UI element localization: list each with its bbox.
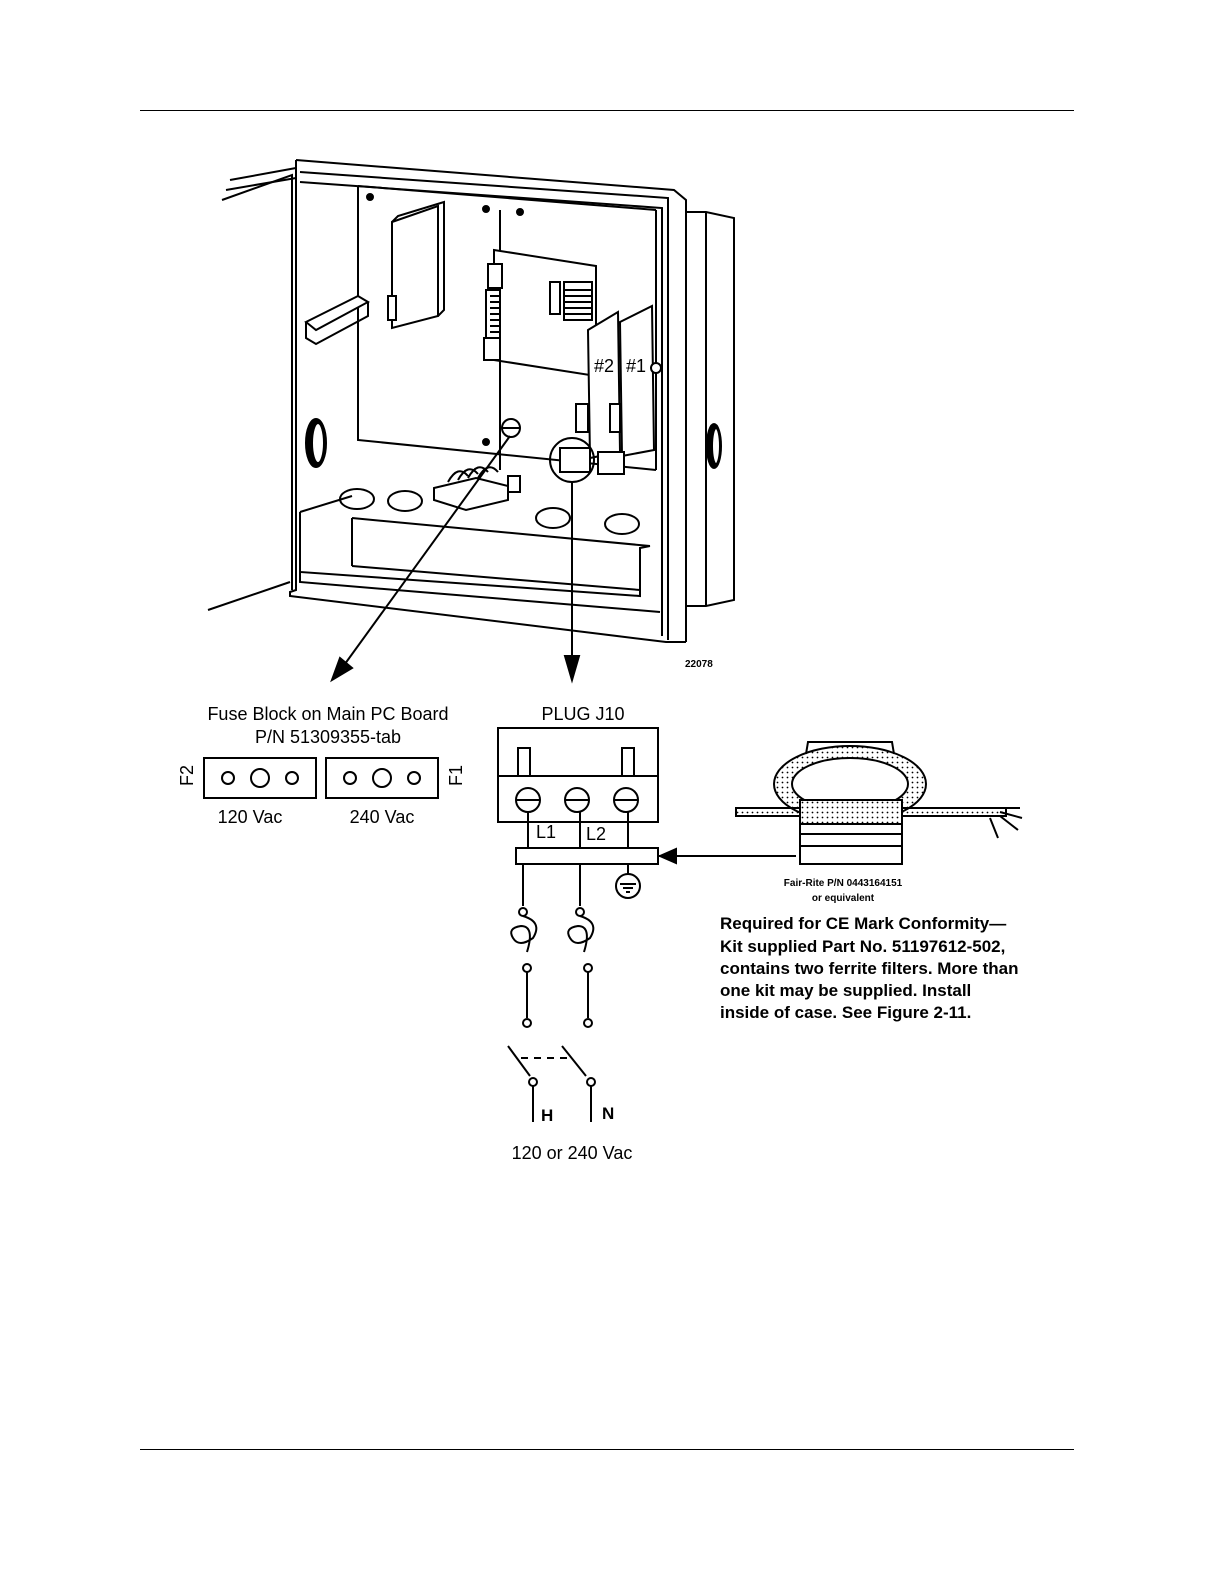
pc-boards xyxy=(304,200,662,512)
fuse-f2-label: F2 xyxy=(177,765,197,786)
header-rule xyxy=(140,110,1074,111)
slot-2-label: #2 xyxy=(594,356,614,376)
terminal-l1-label: L1 xyxy=(536,822,556,842)
ce-note-line-4: one kit may be supplied. Install xyxy=(720,981,971,1000)
neutral-label: N xyxy=(602,1104,614,1123)
line-wiring xyxy=(507,864,596,1122)
fuse-block: Fuse Block on Main PC Board P/N 51309355… xyxy=(177,704,466,827)
plug-j10: PLUG J10 L1 L2 xyxy=(497,704,659,899)
ce-note-line-1: Required for CE Mark Conformity— xyxy=(720,914,1006,933)
fuse-f1-label: F1 xyxy=(446,765,466,786)
ferrite-filter-detail xyxy=(657,741,1023,865)
figure-id: 22078 xyxy=(685,659,713,670)
fuse-block-part-number: P/N 51309355-tab xyxy=(255,727,401,747)
ce-note-line-5: inside of case. See Figure 2-11. xyxy=(720,1003,971,1022)
footer-rule xyxy=(140,1449,1074,1450)
case-enclosure xyxy=(207,159,735,643)
plug-title: PLUG J10 xyxy=(541,704,624,724)
ferrite-part-equivalent: or equivalent xyxy=(812,893,875,904)
supply-voltage-label: 120 or 240 Vac xyxy=(512,1143,633,1163)
ferrite-part-number: Fair-Rite P/N 0443164151 xyxy=(784,878,903,889)
fuse-120v xyxy=(203,757,317,799)
fuse-240v-label: 240 Vac xyxy=(350,807,415,827)
callout-arrows xyxy=(330,435,581,684)
fuse-block-title: Fuse Block on Main PC Board xyxy=(207,704,448,724)
terminal-l2-label: L2 xyxy=(586,824,606,844)
fuse-120v-label: 120 Vac xyxy=(218,807,283,827)
hot-label: H xyxy=(541,1106,553,1125)
ce-note-line-2: Kit supplied Part No. 51197612-502, xyxy=(720,937,1005,956)
ce-note-line-3: contains two ferrite filters. More than xyxy=(720,959,1019,978)
slot-1-label: #1 xyxy=(626,356,646,376)
fuse-240v xyxy=(325,757,439,799)
ce-note: Required for CE Mark Conformity— Kit sup… xyxy=(720,914,1019,1022)
